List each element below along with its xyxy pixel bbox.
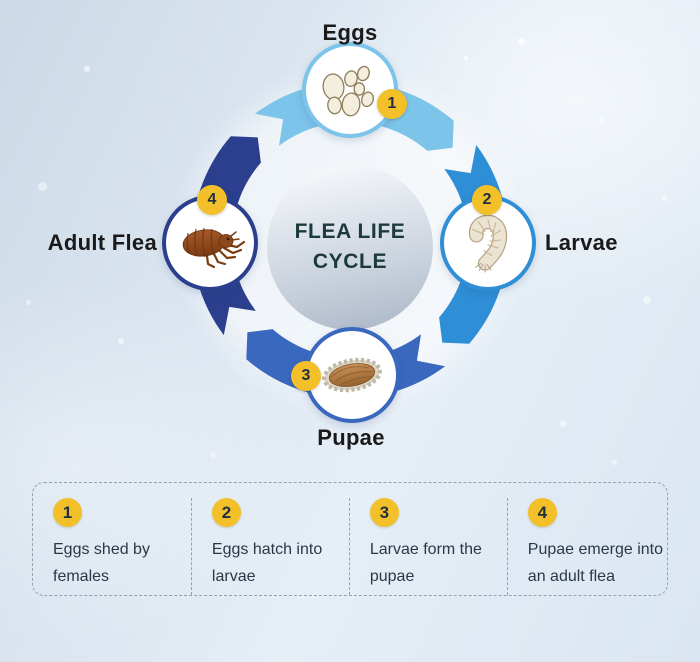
- snow-dot: [210, 452, 216, 458]
- legend-text-2: Eggs hatch into larvae: [212, 537, 345, 591]
- legend-item-2: 2 Eggs hatch into larvae: [190, 498, 349, 595]
- stage-badge-larvae: 2: [472, 185, 502, 215]
- snow-dot: [518, 38, 525, 45]
- stage-label-pupae: Pupae: [317, 425, 385, 450]
- legend-text-4-line1: Pupae emerge into: [527, 541, 663, 558]
- legend-text-1-line1: Eggs shed by: [53, 541, 150, 558]
- legend-item-3: 3 Larvae form the pupae: [348, 498, 507, 595]
- legend-item-4: 4 Pupae emerge into an adult flea: [506, 498, 667, 595]
- legend-text-4-line2: an adult flea: [527, 567, 615, 585]
- stage-badge-eggs: 1: [377, 89, 407, 119]
- stage-badge-adult-flea: 4: [197, 185, 227, 215]
- adult-flea-illustration: [182, 227, 246, 269]
- stage-label-larvae: Larvae: [545, 230, 618, 255]
- legend-text-3: Larvae form the pupae: [370, 537, 503, 591]
- stage-badge-pupae: 3: [291, 361, 321, 391]
- flea-larva-illustration: [468, 214, 508, 273]
- diagram-title: FLEA LIFE CYCLE: [295, 217, 406, 278]
- legend-text-1-line2: females: [53, 567, 110, 585]
- stage-node-adult-flea: [162, 195, 258, 291]
- legend-badge-2: 2: [211, 498, 241, 527]
- legend-text-3-line2: pupae: [369, 567, 415, 585]
- snow-dot: [38, 182, 47, 191]
- stage-label-adult-flea: Adult Flea: [47, 230, 157, 255]
- legend-badge-1: 1: [53, 498, 82, 527]
- snow-dot: [84, 66, 90, 72]
- legend-text-2-line2: larvae: [211, 567, 256, 585]
- snow-dot: [612, 460, 617, 465]
- legend-text-1: Eggs shed by females: [53, 537, 187, 591]
- legend-item-1: 1 Eggs shed by females: [33, 498, 191, 595]
- legend-badge-3: 3: [369, 498, 399, 527]
- snow-dot: [662, 196, 667, 201]
- legend-badge-4: 4: [527, 498, 557, 527]
- snow-dot: [118, 338, 124, 344]
- flea-eggs-illustration: [322, 65, 375, 117]
- legend-text-3-line1: Larvae form the: [369, 541, 482, 558]
- snow-dot: [600, 118, 605, 123]
- legend-panel: 1 Eggs shed by females 2 Eggs hatch into…: [32, 482, 668, 596]
- diagram-title-line2: CYCLE: [312, 250, 388, 273]
- cycle-center-circle: FLEA LIFE CYCLE: [267, 164, 433, 330]
- stage-label-eggs: Eggs: [322, 20, 378, 45]
- legend-text-4: Pupae emerge into an adult flea: [528, 537, 663, 591]
- legend-text-2-line1: Eggs hatch into: [211, 541, 323, 558]
- snow-dot: [26, 300, 31, 305]
- stage-node-eggs: [302, 42, 398, 138]
- snow-dot: [560, 420, 567, 427]
- diagram-title-line1: FLEA LIFE: [294, 219, 406, 243]
- snow-dot: [643, 296, 651, 304]
- snow-dot: [464, 56, 468, 60]
- flea-pupa-illustration: [322, 357, 382, 393]
